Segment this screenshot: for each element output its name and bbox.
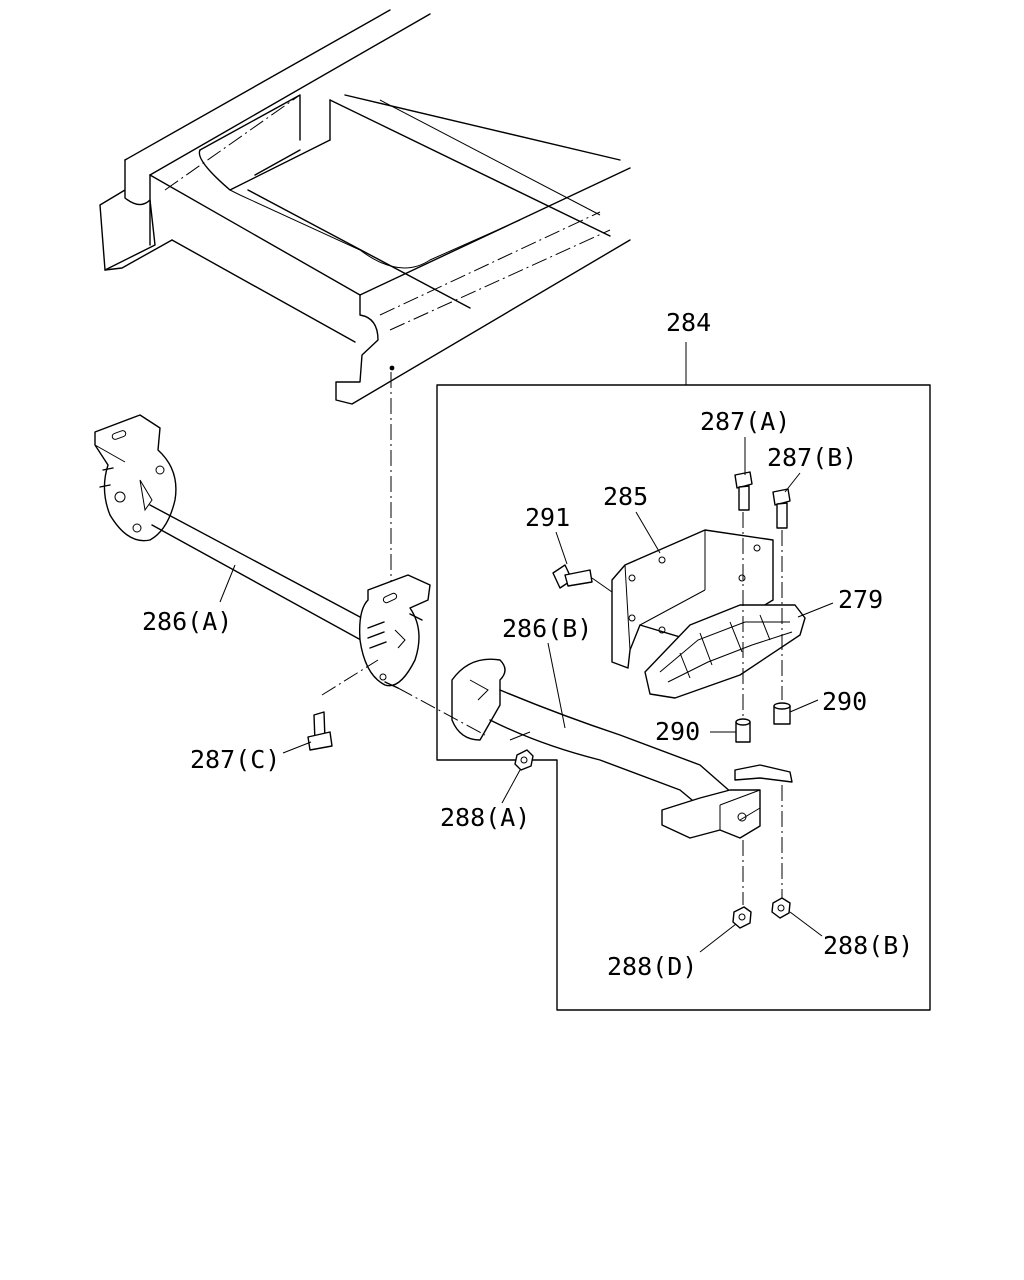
nut-288a — [514, 749, 534, 771]
callout-286a: 286(A) — [142, 607, 232, 636]
callout-287c: 287(C) — [190, 745, 280, 774]
step-bracket-285 — [611, 529, 774, 669]
callout-290-left: 290 — [655, 717, 700, 746]
callout-286b: 286(B) — [502, 614, 592, 643]
callout-287a: 287(A) — [700, 407, 790, 436]
callout-279: 279 — [838, 585, 883, 614]
nut-288b — [771, 897, 791, 919]
bolt-291 — [552, 564, 613, 593]
bolt-287a — [734, 471, 753, 511]
nut-288d — [732, 906, 752, 929]
connector-axis — [397, 687, 486, 736]
leader-lines — [219, 437, 834, 953]
spacer-290-left — [735, 718, 751, 743]
callout-288b: 288(B) — [823, 931, 913, 960]
callout-284: 284 — [666, 308, 711, 337]
bolt-287c — [307, 659, 379, 751]
callout-288d: 288(D) — [607, 952, 697, 981]
bracket-286a — [94, 414, 431, 689]
bracket-286b — [451, 658, 793, 839]
callout-288a: 288(A) — [440, 803, 530, 832]
callout-290-right: 290 — [822, 687, 867, 716]
step-tread-279 — [644, 604, 806, 699]
callout-285: 285 — [603, 482, 648, 511]
bolt-287b — [772, 488, 791, 529]
callout-287b: 287(B) — [767, 443, 857, 472]
assembly-box-284 — [436, 384, 931, 1011]
chassis-frame — [99, 9, 631, 405]
spacer-290-right — [773, 702, 791, 725]
callout-291: 291 — [525, 503, 570, 532]
